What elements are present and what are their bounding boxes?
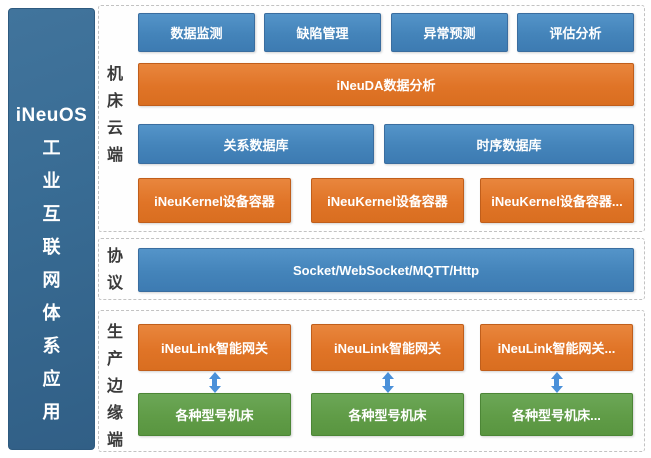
label-char: 云 bbox=[106, 120, 123, 137]
app-block-anomaly-predict: 异常预测 bbox=[391, 13, 508, 52]
machine-tool-block: 各种型号机床 bbox=[138, 393, 291, 436]
app-block-evaluation: 评估分析 bbox=[517, 13, 634, 52]
timeseries-db-block: 时序数据库 bbox=[384, 124, 634, 164]
bidirectional-arrow-icon bbox=[480, 372, 633, 393]
sidebar-title-char: 业 bbox=[42, 171, 61, 191]
label-char: 产 bbox=[106, 351, 123, 368]
machine-tool-block: 各种型号机床 bbox=[311, 393, 464, 436]
cloud-section-label: 机 床 云 端 bbox=[106, 61, 124, 169]
app-block-data-monitor: 数据监测 bbox=[138, 13, 255, 52]
label-char: 机 bbox=[106, 66, 123, 83]
sidebar-title-char: 应 bbox=[42, 369, 61, 389]
relational-db-block: 关系数据库 bbox=[138, 124, 374, 164]
bidirectional-arrow-icon bbox=[311, 372, 464, 393]
ineukernel-container-block: iNeuKernel设备容器... bbox=[480, 178, 634, 223]
label-char: 协 bbox=[106, 248, 123, 265]
sidebar-title-char: 联 bbox=[42, 237, 61, 257]
edge-section: 生 产 边 缘 端 iNeuLink智能网关 iNeuLink智能网关 iNeu… bbox=[98, 310, 645, 452]
label-char: 端 bbox=[106, 432, 123, 449]
product-name: iNeuOS bbox=[15, 105, 88, 126]
label-char: 床 bbox=[106, 93, 123, 110]
sidebar-title-char: 用 bbox=[42, 402, 61, 422]
label-char: 生 bbox=[106, 324, 123, 341]
label-char: 议 bbox=[106, 275, 123, 292]
label-char: 边 bbox=[106, 378, 123, 395]
sidebar-title-char: 体 bbox=[42, 303, 61, 323]
ineulink-gateway-block: iNeuLink智能网关... bbox=[480, 324, 633, 371]
cloud-section: 机 床 云 端 数据监测 缺陷管理 异常预测 评估分析 iNeuDA数据分析 关… bbox=[98, 5, 645, 232]
machine-tool-block: 各种型号机床... bbox=[480, 393, 633, 436]
sidebar-title-char: 互 bbox=[42, 204, 61, 224]
app-block-defect-manage: 缺陷管理 bbox=[264, 13, 381, 52]
sidebar-title-char: 工 bbox=[42, 138, 61, 158]
ineulink-gateway-block: iNeuLink智能网关 bbox=[311, 324, 464, 371]
ineuda-analysis-block: iNeuDA数据分析 bbox=[138, 63, 634, 106]
bidirectional-arrow-icon bbox=[138, 372, 291, 393]
label-char: 缘 bbox=[106, 405, 123, 422]
protocol-section-label: 协 议 bbox=[106, 243, 124, 297]
edge-section-label: 生 产 边 缘 端 bbox=[106, 319, 124, 454]
ineulink-gateway-block: iNeuLink智能网关 bbox=[138, 324, 291, 371]
protocol-section: 协 议 Socket/WebSocket/MQTT/Http bbox=[98, 238, 645, 300]
protocol-block: Socket/WebSocket/MQTT/Http bbox=[138, 248, 634, 292]
sidebar-title-char: 系 bbox=[42, 336, 61, 356]
label-char: 端 bbox=[106, 147, 123, 164]
ineukernel-container-block: iNeuKernel设备容器 bbox=[138, 178, 291, 223]
sidebar-title-char: 网 bbox=[42, 270, 61, 290]
sidebar-title-panel: iNeuOS 工 业 互 联 网 体 系 应 用 bbox=[8, 8, 95, 450]
ineukernel-container-block: iNeuKernel设备容器 bbox=[311, 178, 464, 223]
